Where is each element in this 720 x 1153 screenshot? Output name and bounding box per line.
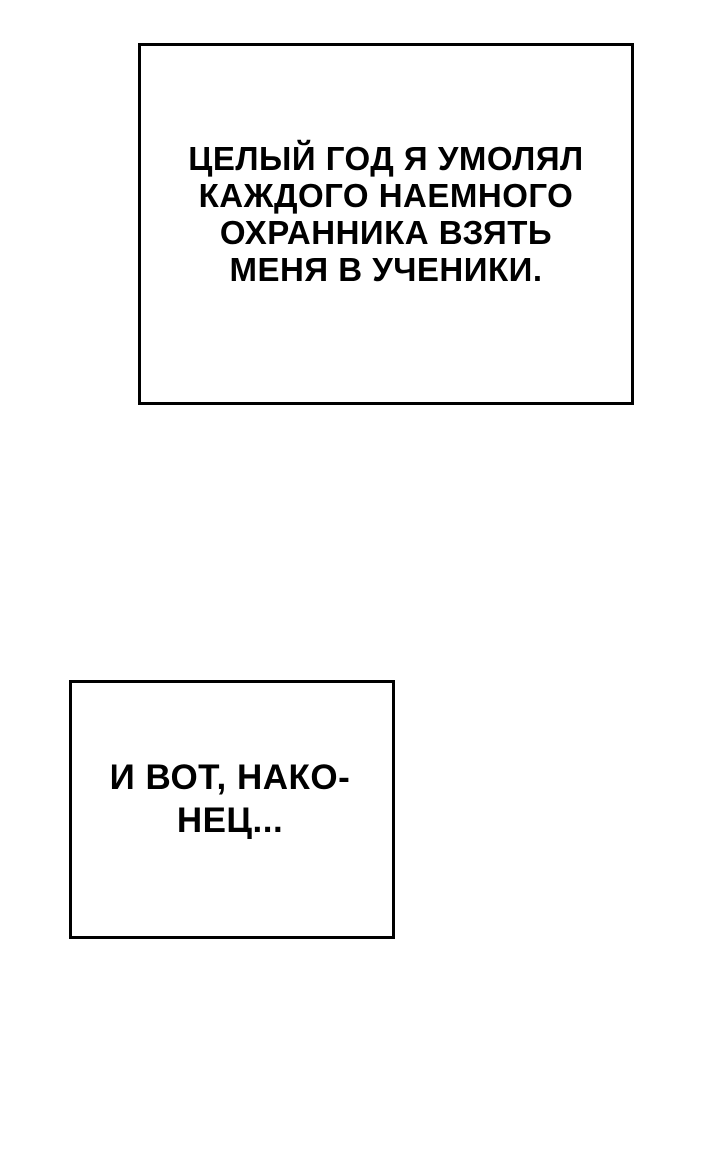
caption-line: МЕНЯ В УЧЕНИКИ. bbox=[229, 251, 543, 288]
caption-box-2: И ВОТ, НАКО- НЕЦ... bbox=[69, 680, 395, 939]
caption-line: КАЖДОГО НАЕМНОГО bbox=[198, 177, 574, 214]
caption-text-2: И ВОТ, НАКО- НЕЦ... bbox=[110, 756, 351, 842]
caption-box-1: ЦЕЛЫЙ ГОД Я УМОЛЯЛ КАЖДОГО НАЕМНОГО ОХРА… bbox=[138, 43, 634, 405]
caption-line: ОХРАННИКА ВЗЯТЬ bbox=[219, 214, 553, 251]
caption-line: ЦЕЛЫЙ ГОД Я УМОЛЯЛ bbox=[188, 140, 584, 177]
caption-line: И ВОТ, НАКО- bbox=[109, 757, 351, 797]
caption-text-1: ЦЕЛЫЙ ГОД Я УМОЛЯЛ КАЖДОГО НАЕМНОГО ОХРА… bbox=[188, 140, 583, 288]
caption-line: НЕЦ... bbox=[176, 800, 284, 840]
